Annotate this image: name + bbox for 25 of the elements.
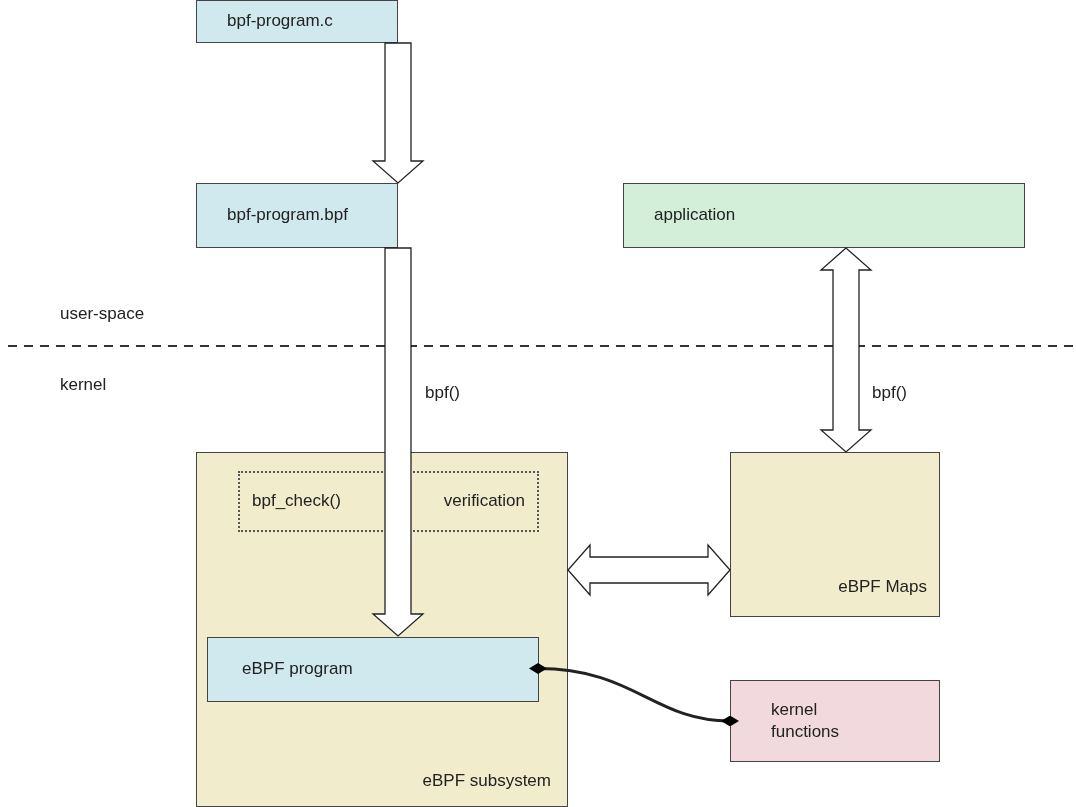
double-block-arrow <box>819 247 873 453</box>
node-label: bpf_check() <box>252 490 341 513</box>
edge-label: bpf() <box>425 383 460 403</box>
diamond-connector <box>529 663 739 727</box>
storage-box <box>730 452 940 617</box>
process-box <box>196 0 398 43</box>
region-label: kernel <box>60 375 107 395</box>
double-block-arrow <box>567 543 731 597</box>
node-label: bpf-program.c <box>227 10 333 33</box>
node-label: kernel functions <box>771 698 841 743</box>
region-label: user-space <box>60 304 145 324</box>
process-box <box>207 637 539 702</box>
block-arrow <box>371 247 425 637</box>
node-label: bpf-program.bpf <box>227 204 348 227</box>
subsystem-container <box>196 452 568 807</box>
node-label: eBPF program <box>242 658 353 681</box>
node-label: verification <box>443 490 525 513</box>
node-label: application <box>654 204 736 227</box>
block-arrow <box>371 42 425 184</box>
node-label: eBPF Maps <box>838 575 927 598</box>
process-box <box>623 183 1025 248</box>
process-box <box>730 680 940 762</box>
node-label: eBPF subsystem <box>422 769 551 792</box>
edge-label: bpf() <box>872 383 907 403</box>
process-box <box>196 183 398 248</box>
